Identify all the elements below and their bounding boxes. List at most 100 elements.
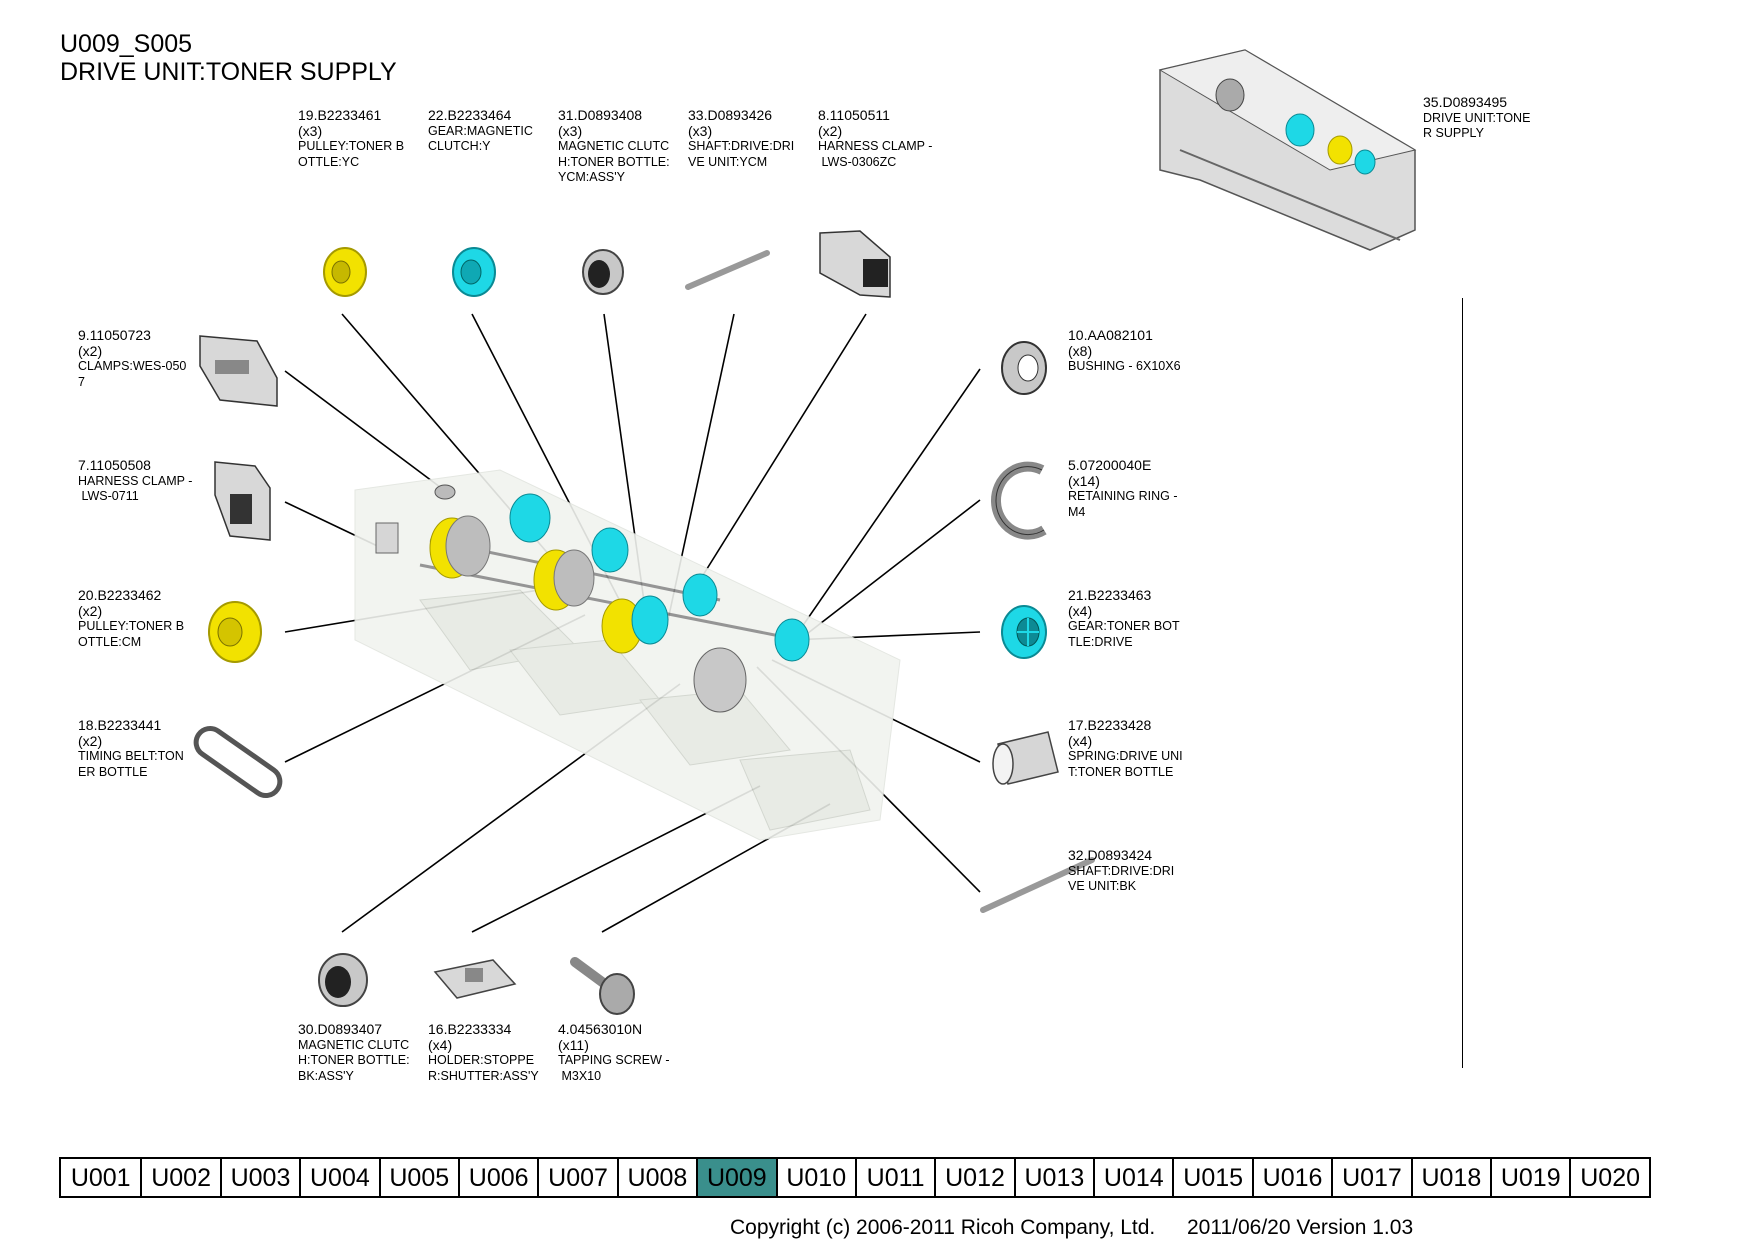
part-description: GEAR:TONER BOT xyxy=(1068,619,1180,633)
part-description: BUSHING - 6X10X6 xyxy=(1068,359,1181,373)
part-number: 9.11050723 xyxy=(78,327,151,343)
part-description: LWS-0306ZC xyxy=(818,154,897,169)
part-label-p4: 4.04563010N(x11)TAPPING SCREW - M3X10 xyxy=(558,1021,670,1084)
nav-tab-u003[interactable]: U003 xyxy=(219,1159,299,1196)
part-description: RETAINING RING - xyxy=(1068,489,1178,503)
part-quantity: (x3) xyxy=(558,122,583,139)
part-number: 7.11050508 xyxy=(78,457,151,473)
version: 2011/06/20 Version 1.03 xyxy=(1187,1216,1414,1239)
part-description: YCM:ASS'Y xyxy=(558,170,625,184)
part-number: 35.D0893495 xyxy=(1423,94,1508,110)
spring-drive-unit-icon xyxy=(992,731,1059,785)
part-number: 16.B2233334 xyxy=(428,1021,512,1037)
part-number: 31.D0893408 xyxy=(558,107,643,123)
part-description: H:TONER BOTTLE: xyxy=(298,1053,410,1067)
nav-tab-u006[interactable]: U006 xyxy=(457,1159,537,1196)
retaining-ring-icon xyxy=(991,461,1047,540)
part-description: HARNESS CLAMP - xyxy=(78,473,193,488)
part-quantity: (x2) xyxy=(818,122,843,139)
nav-tab-u014[interactable]: U014 xyxy=(1093,1159,1172,1196)
bushing-icon xyxy=(1001,341,1047,395)
nav-tab-u015[interactable]: U015 xyxy=(1172,1159,1251,1196)
nav-tab-u001[interactable]: U001 xyxy=(70,1164,131,1192)
part-description: PULLEY:TONER B xyxy=(298,139,405,153)
nav-tab-u017[interactable]: U017 xyxy=(1331,1159,1410,1196)
part-number: 21.B2233463 xyxy=(1068,587,1152,603)
part-description: OTTLE:CM xyxy=(78,634,142,649)
part-description: CLUTCH:Y xyxy=(428,139,491,153)
part-description: LWS-0711 xyxy=(78,489,139,503)
nav-tab-u013[interactable]: U013 xyxy=(1013,1159,1093,1196)
part-description: ER BOTTLE xyxy=(78,764,148,779)
part-quantity: (x4) xyxy=(428,1036,453,1053)
part-number: 19.B2233461 xyxy=(298,107,382,123)
nav-tab-u018[interactable]: U018 xyxy=(1410,1159,1490,1196)
clamps-wes-icon xyxy=(199,335,278,407)
part-number: 4.04563010N xyxy=(558,1021,643,1037)
tapping-screw-icon xyxy=(570,957,635,1015)
drive-unit-thumbnail xyxy=(1158,49,1417,251)
gear-toner-bottle-drive-icon xyxy=(1001,605,1047,659)
part-quantity: (x2) xyxy=(78,602,103,619)
part-description: R:SHUTTER:ASS'Y xyxy=(428,1068,539,1083)
part-number: 22.B2233464 xyxy=(428,107,512,123)
shaft-ycm-icon xyxy=(685,250,770,290)
part-description: H:TONER BOTTLE: xyxy=(558,154,670,169)
part-label-p8: 8.11050511(x2)HARNESS CLAMP - LWS-0306ZC xyxy=(818,107,932,170)
nav-tab-u019[interactable]: U019 xyxy=(1490,1159,1569,1196)
part-label-p10: 10.AA082101(x8)BUSHING - 6X10X6 xyxy=(1068,327,1181,375)
nav-tab-u011[interactable]: U011 xyxy=(854,1159,934,1196)
part-description: MAGNETIC CLUTC xyxy=(558,139,670,153)
nav-tab-u016[interactable]: U016 xyxy=(1251,1159,1331,1196)
pulley-yc-icon xyxy=(323,247,367,297)
magnetic-clutch-bk-icon xyxy=(318,953,368,1007)
part-quantity: (x2) xyxy=(78,342,103,359)
part-description: OTTLE:YC xyxy=(298,154,360,169)
part-description: TIMING BELT:TON xyxy=(78,749,184,763)
part-description: BK:ASS'Y xyxy=(298,1068,354,1083)
part-label-p5: 5.07200040E(x14)RETAINING RING -M4 xyxy=(1068,457,1178,520)
part-description: HOLDER:STOPPE xyxy=(428,1053,535,1067)
divider xyxy=(1462,298,1463,1068)
part-number: 32.D0893424 xyxy=(1068,847,1153,863)
nav-tab-u020[interactable]: U020 xyxy=(1569,1159,1648,1196)
nav-tab-u010[interactable]: U010 xyxy=(775,1159,855,1196)
part-description: SPRING:DRIVE UNI xyxy=(1068,749,1183,763)
harness-clamp-0306-icon xyxy=(819,230,891,298)
part-number: 17.B2233428 xyxy=(1068,717,1152,733)
part-description: VE UNIT:BK xyxy=(1068,879,1137,893)
gear-magnetic-clutch-icon xyxy=(452,247,496,297)
part-number: 10.AA082101 xyxy=(1068,327,1153,343)
part-number: 5.07200040E xyxy=(1068,457,1152,473)
part-number: 18.B2233441 xyxy=(78,717,162,733)
shaft-bk-icon xyxy=(980,857,1095,913)
part-description: 7 xyxy=(78,374,85,389)
part-description: T:TONER BOTTLE xyxy=(1068,764,1174,779)
part-quantity: (x3) xyxy=(688,122,713,139)
assembly-frame xyxy=(354,469,901,841)
magnetic-clutch-ycm-icon xyxy=(582,249,624,295)
part-number: 8.11050511 xyxy=(818,107,890,123)
nav-tab-u008[interactable]: U008 xyxy=(616,1159,696,1196)
nav-tab-u002[interactable]: U002 xyxy=(140,1159,219,1196)
part-quantity: (x14) xyxy=(1068,472,1100,489)
nav-tab-u004[interactable]: U004 xyxy=(299,1159,378,1196)
part-quantity: (x4) xyxy=(1068,602,1093,619)
part-number: 33.D0893426 xyxy=(688,107,773,123)
nav-tab-u007[interactable]: U007 xyxy=(537,1159,616,1196)
nav-tab-u009[interactable]: U009 xyxy=(696,1159,776,1196)
nav-tab-u005[interactable]: U005 xyxy=(378,1159,458,1196)
part-description: TLE:DRIVE xyxy=(1068,634,1133,649)
nav-tab-u012[interactable]: U012 xyxy=(934,1159,1013,1196)
part-description: TAPPING SCREW - xyxy=(558,1053,670,1067)
